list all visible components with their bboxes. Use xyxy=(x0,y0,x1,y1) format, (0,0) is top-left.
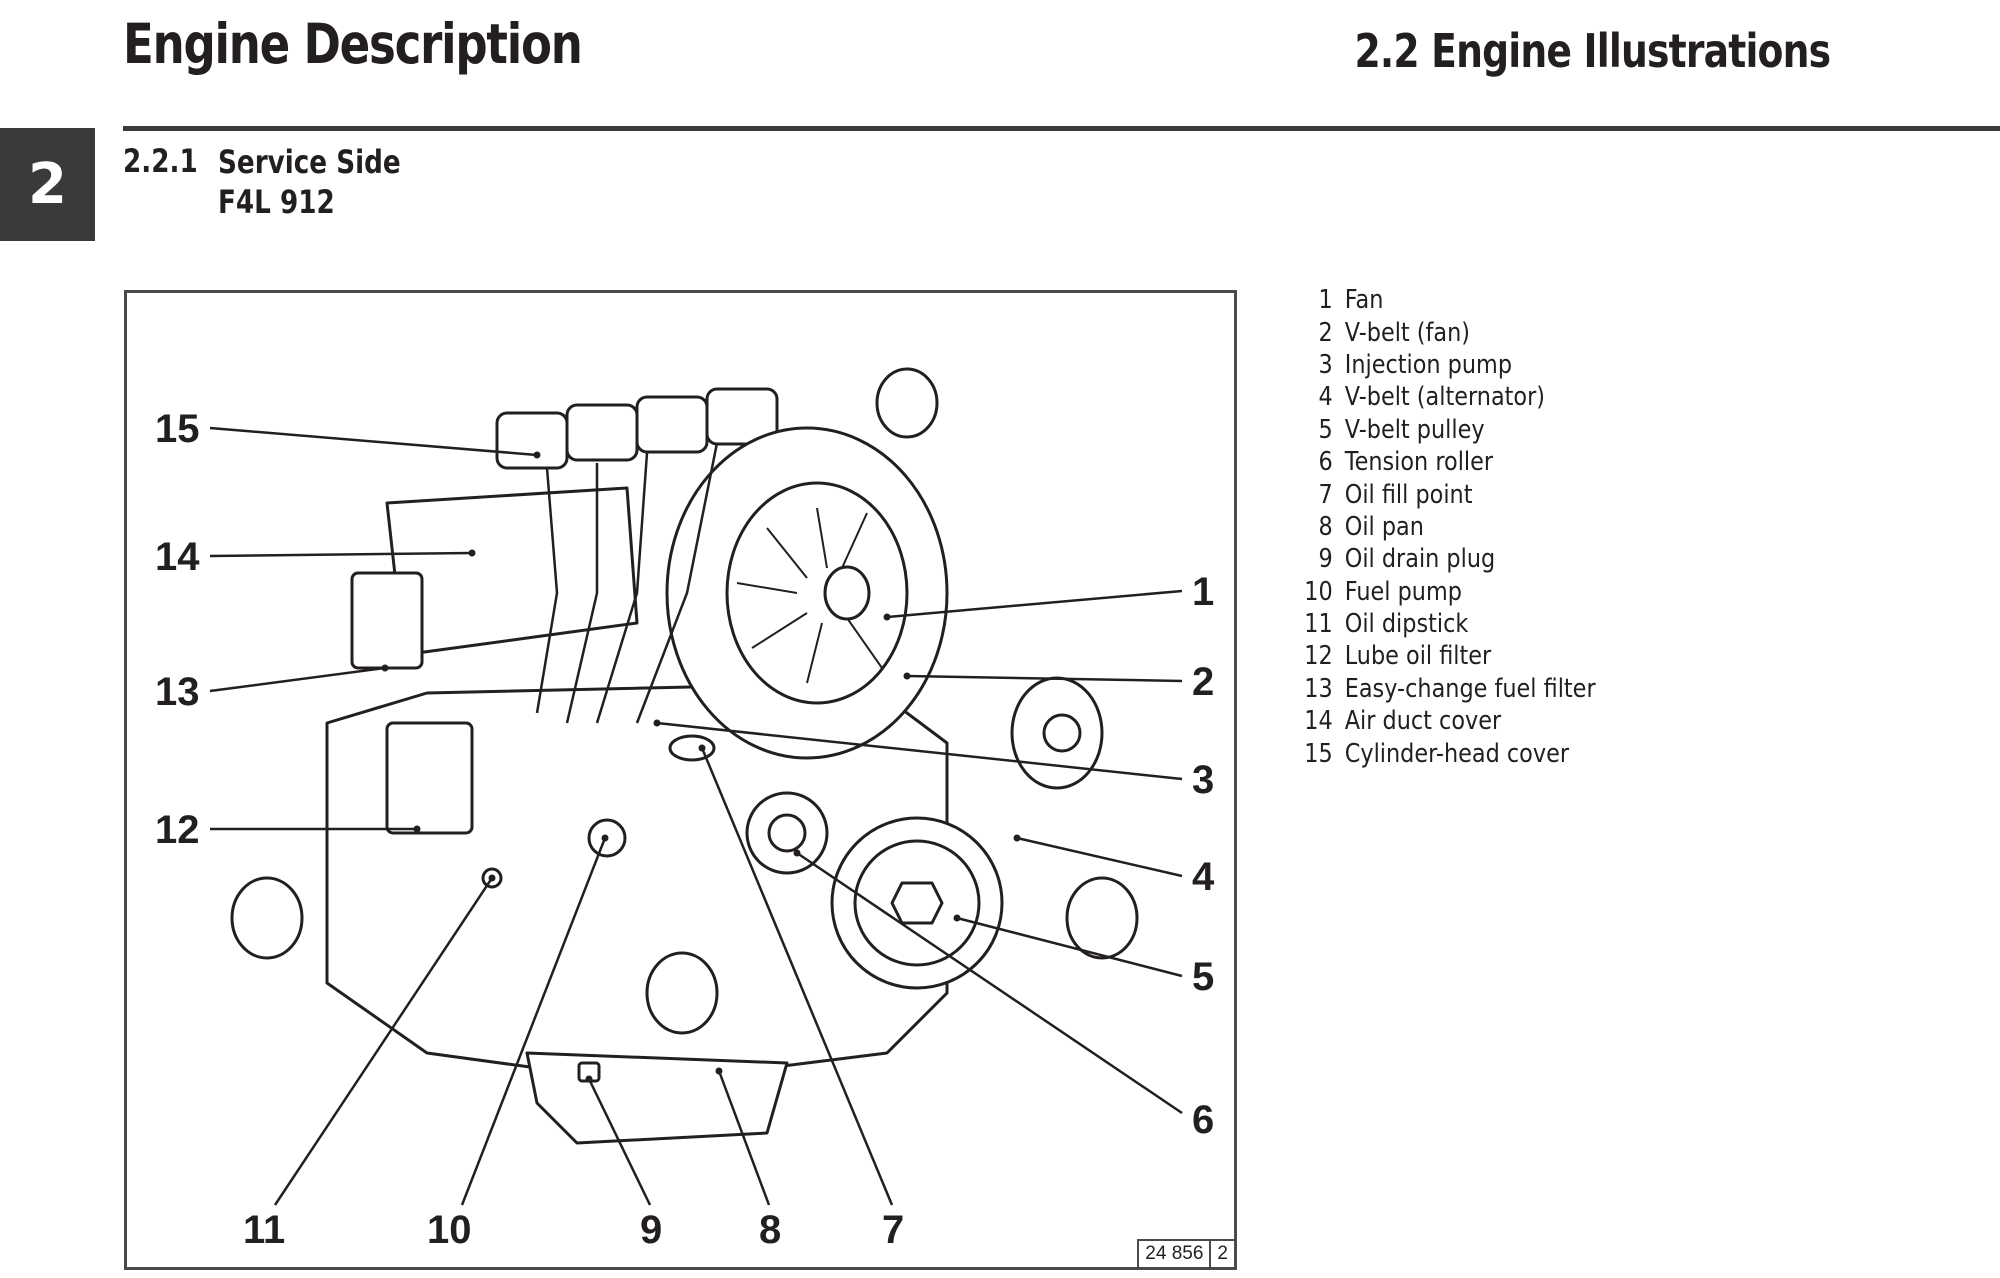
legend-number: 11 xyxy=(1304,609,1333,640)
legend-number: 6 xyxy=(1318,447,1333,478)
legend-label: V-belt (alternator) xyxy=(1344,382,1546,413)
legend-label: Oil dipstick xyxy=(1344,609,1469,640)
callout-10: 10 xyxy=(427,1208,472,1252)
legend-label: Oil pan xyxy=(1344,511,1424,542)
legend-number: 9 xyxy=(1318,544,1333,575)
legend-item: 5 V-belt pulley xyxy=(1300,414,1596,446)
figure-reference: 24 856 2 xyxy=(1137,1239,1234,1267)
legend-item: 3 Injection pump xyxy=(1300,349,1596,381)
legend-label: V-belt pulley xyxy=(1344,414,1485,445)
legend-number: 15 xyxy=(1304,738,1333,769)
legend-number: 5 xyxy=(1318,414,1333,445)
legend-item: 13 Easy-change fuel filter xyxy=(1300,673,1596,705)
header-rule xyxy=(123,126,2000,131)
legend-label: Oil drain plug xyxy=(1344,544,1496,575)
subsection-number: 2.2.1 xyxy=(123,142,198,180)
engine-figure: 15 14 13 12 1 2 3 4 5 6 7 8 9 10 11 24 8… xyxy=(124,290,1237,1270)
legend-item: 10 Fuel pump xyxy=(1300,576,1596,608)
figure-ref-number: 24 856 xyxy=(1145,1243,1204,1264)
callout-1: 1 xyxy=(1192,570,1214,614)
legend-number: 7 xyxy=(1318,479,1333,510)
legend-item: 11 Oil dipstick xyxy=(1300,608,1596,640)
callout-5: 5 xyxy=(1192,955,1214,999)
callout-7: 7 xyxy=(882,1208,904,1252)
callout-3: 3 xyxy=(1192,758,1214,802)
legend-item: 1 Fan xyxy=(1300,284,1596,316)
legend-number: 14 xyxy=(1304,706,1333,737)
callout-4: 4 xyxy=(1192,855,1215,899)
legend-item: 15 Cylinder-head cover xyxy=(1300,737,1596,769)
callout-8: 8 xyxy=(759,1208,781,1252)
chapter-tab: 2 xyxy=(0,128,95,241)
callout-11: 11 xyxy=(243,1208,285,1252)
subsection-title: Service Side F4L 912 xyxy=(218,142,401,222)
legend-number: 2 xyxy=(1318,317,1333,348)
legend-label: Easy-change fuel filter xyxy=(1344,673,1596,704)
callout-2: 2 xyxy=(1192,660,1214,704)
legend-number: 3 xyxy=(1318,349,1333,380)
legend-label: Cylinder-head cover xyxy=(1344,738,1570,769)
legend-label: Fan xyxy=(1344,285,1384,316)
legend-number: 13 xyxy=(1304,673,1333,704)
legend-label: Lube oil filter xyxy=(1344,641,1492,672)
legend-number: 10 xyxy=(1304,576,1333,607)
legend-item: 6 Tension roller xyxy=(1300,446,1596,478)
legend-item: 7 Oil fill point xyxy=(1300,478,1596,510)
legend-label: Air duct cover xyxy=(1344,706,1502,737)
legend-label: Injection pump xyxy=(1344,349,1513,380)
callout-15: 15 xyxy=(155,407,200,451)
figure-ref-suffix: 2 xyxy=(1209,1241,1234,1267)
legend-item: 4 V-belt (alternator) xyxy=(1300,381,1596,413)
legend-number: 8 xyxy=(1318,511,1333,542)
legend-label: V-belt (fan) xyxy=(1344,317,1471,348)
engine-illustration: 15 14 13 12 1 2 3 4 5 6 7 8 9 10 11 xyxy=(155,367,1215,1252)
page-header-title: Engine Description xyxy=(123,12,583,76)
section-header-title: 2.2 Engine Illustrations xyxy=(1354,24,1831,78)
callout-14: 14 xyxy=(155,535,200,579)
legend-item: 8 Oil pan xyxy=(1300,511,1596,543)
legend-label: Fuel pump xyxy=(1344,576,1462,607)
callout-13: 13 xyxy=(155,670,200,714)
legend-item: 9 Oil drain plug xyxy=(1300,543,1596,575)
callout-6: 6 xyxy=(1192,1098,1214,1142)
subsection-title-line1: Service Side xyxy=(218,143,401,181)
legend-item: 2 V-belt (fan) xyxy=(1300,316,1596,348)
legend-number: 1 xyxy=(1318,285,1333,316)
subsection-title-line2: F4L 912 xyxy=(218,183,335,221)
callout-9: 9 xyxy=(640,1208,662,1252)
legend-label: Tension roller xyxy=(1344,447,1494,478)
legend-label: Oil fill point xyxy=(1344,479,1473,510)
legend-item: 14 Air duct cover xyxy=(1300,705,1596,737)
callout-12: 12 xyxy=(155,808,200,852)
legend-item: 12 Lube oil filter xyxy=(1300,640,1596,672)
legend-number: 4 xyxy=(1318,382,1333,413)
legend-number: 12 xyxy=(1304,641,1333,672)
